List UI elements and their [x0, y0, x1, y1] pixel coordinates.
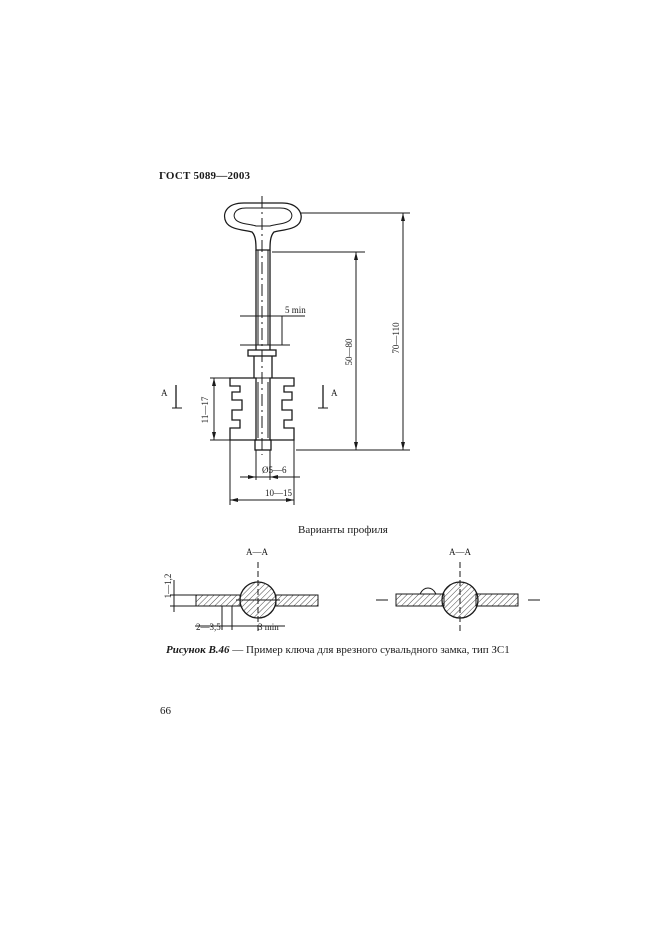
section-marker-right: A: [318, 385, 338, 409]
dimension-bit-height: 11—17: [200, 377, 230, 441]
svg-text:11—17: 11—17: [200, 396, 210, 423]
dimension-total-length: 70—110: [296, 212, 410, 451]
profile-section-1: А—А 1—1,2 2—3,5 3 min: [163, 547, 319, 632]
profile-variants-title: Варианты профиля: [298, 524, 388, 536]
document-header: ГОСТ 5089—2003: [159, 170, 251, 182]
page-number: 66: [160, 705, 171, 717]
key-bow: [223, 202, 302, 251]
svg-text:Ø5—6: Ø5—6: [262, 465, 287, 475]
section-marker-left: A: [161, 385, 182, 409]
svg-text:5 min: 5 min: [285, 305, 306, 315]
dimension-diameter: Ø5—6: [240, 450, 300, 480]
svg-text:50—80: 50—80: [344, 338, 354, 366]
key-bit: [229, 377, 295, 451]
svg-text:10—15: 10—15: [265, 488, 293, 498]
dimension-shank-length: 50—80: [272, 251, 365, 450]
svg-text:2—3,5: 2—3,5: [196, 622, 221, 632]
dimension-bit-width: 10—15: [229, 440, 295, 505]
figure-caption-text: — Пример ключа для врезного сувальдного …: [229, 644, 510, 656]
svg-text:1—1,2: 1—1,2: [163, 574, 173, 599]
figure-caption-lead: Рисунок В.46: [166, 644, 230, 656]
svg-text:A: A: [331, 388, 338, 398]
svg-text:70—110: 70—110: [391, 322, 401, 354]
key-shank: [247, 250, 277, 378]
profile-section-2: А—А: [376, 547, 540, 632]
svg-text:А—А: А—А: [246, 547, 268, 557]
svg-text:3 min: 3 min: [258, 622, 279, 632]
svg-text:А—А: А—А: [449, 547, 471, 557]
figure-caption: Рисунок В.46 — Пример ключа для врезного…: [166, 644, 510, 656]
dimension-min-collar: 5 min: [240, 305, 306, 346]
svg-text:A: A: [161, 388, 168, 398]
